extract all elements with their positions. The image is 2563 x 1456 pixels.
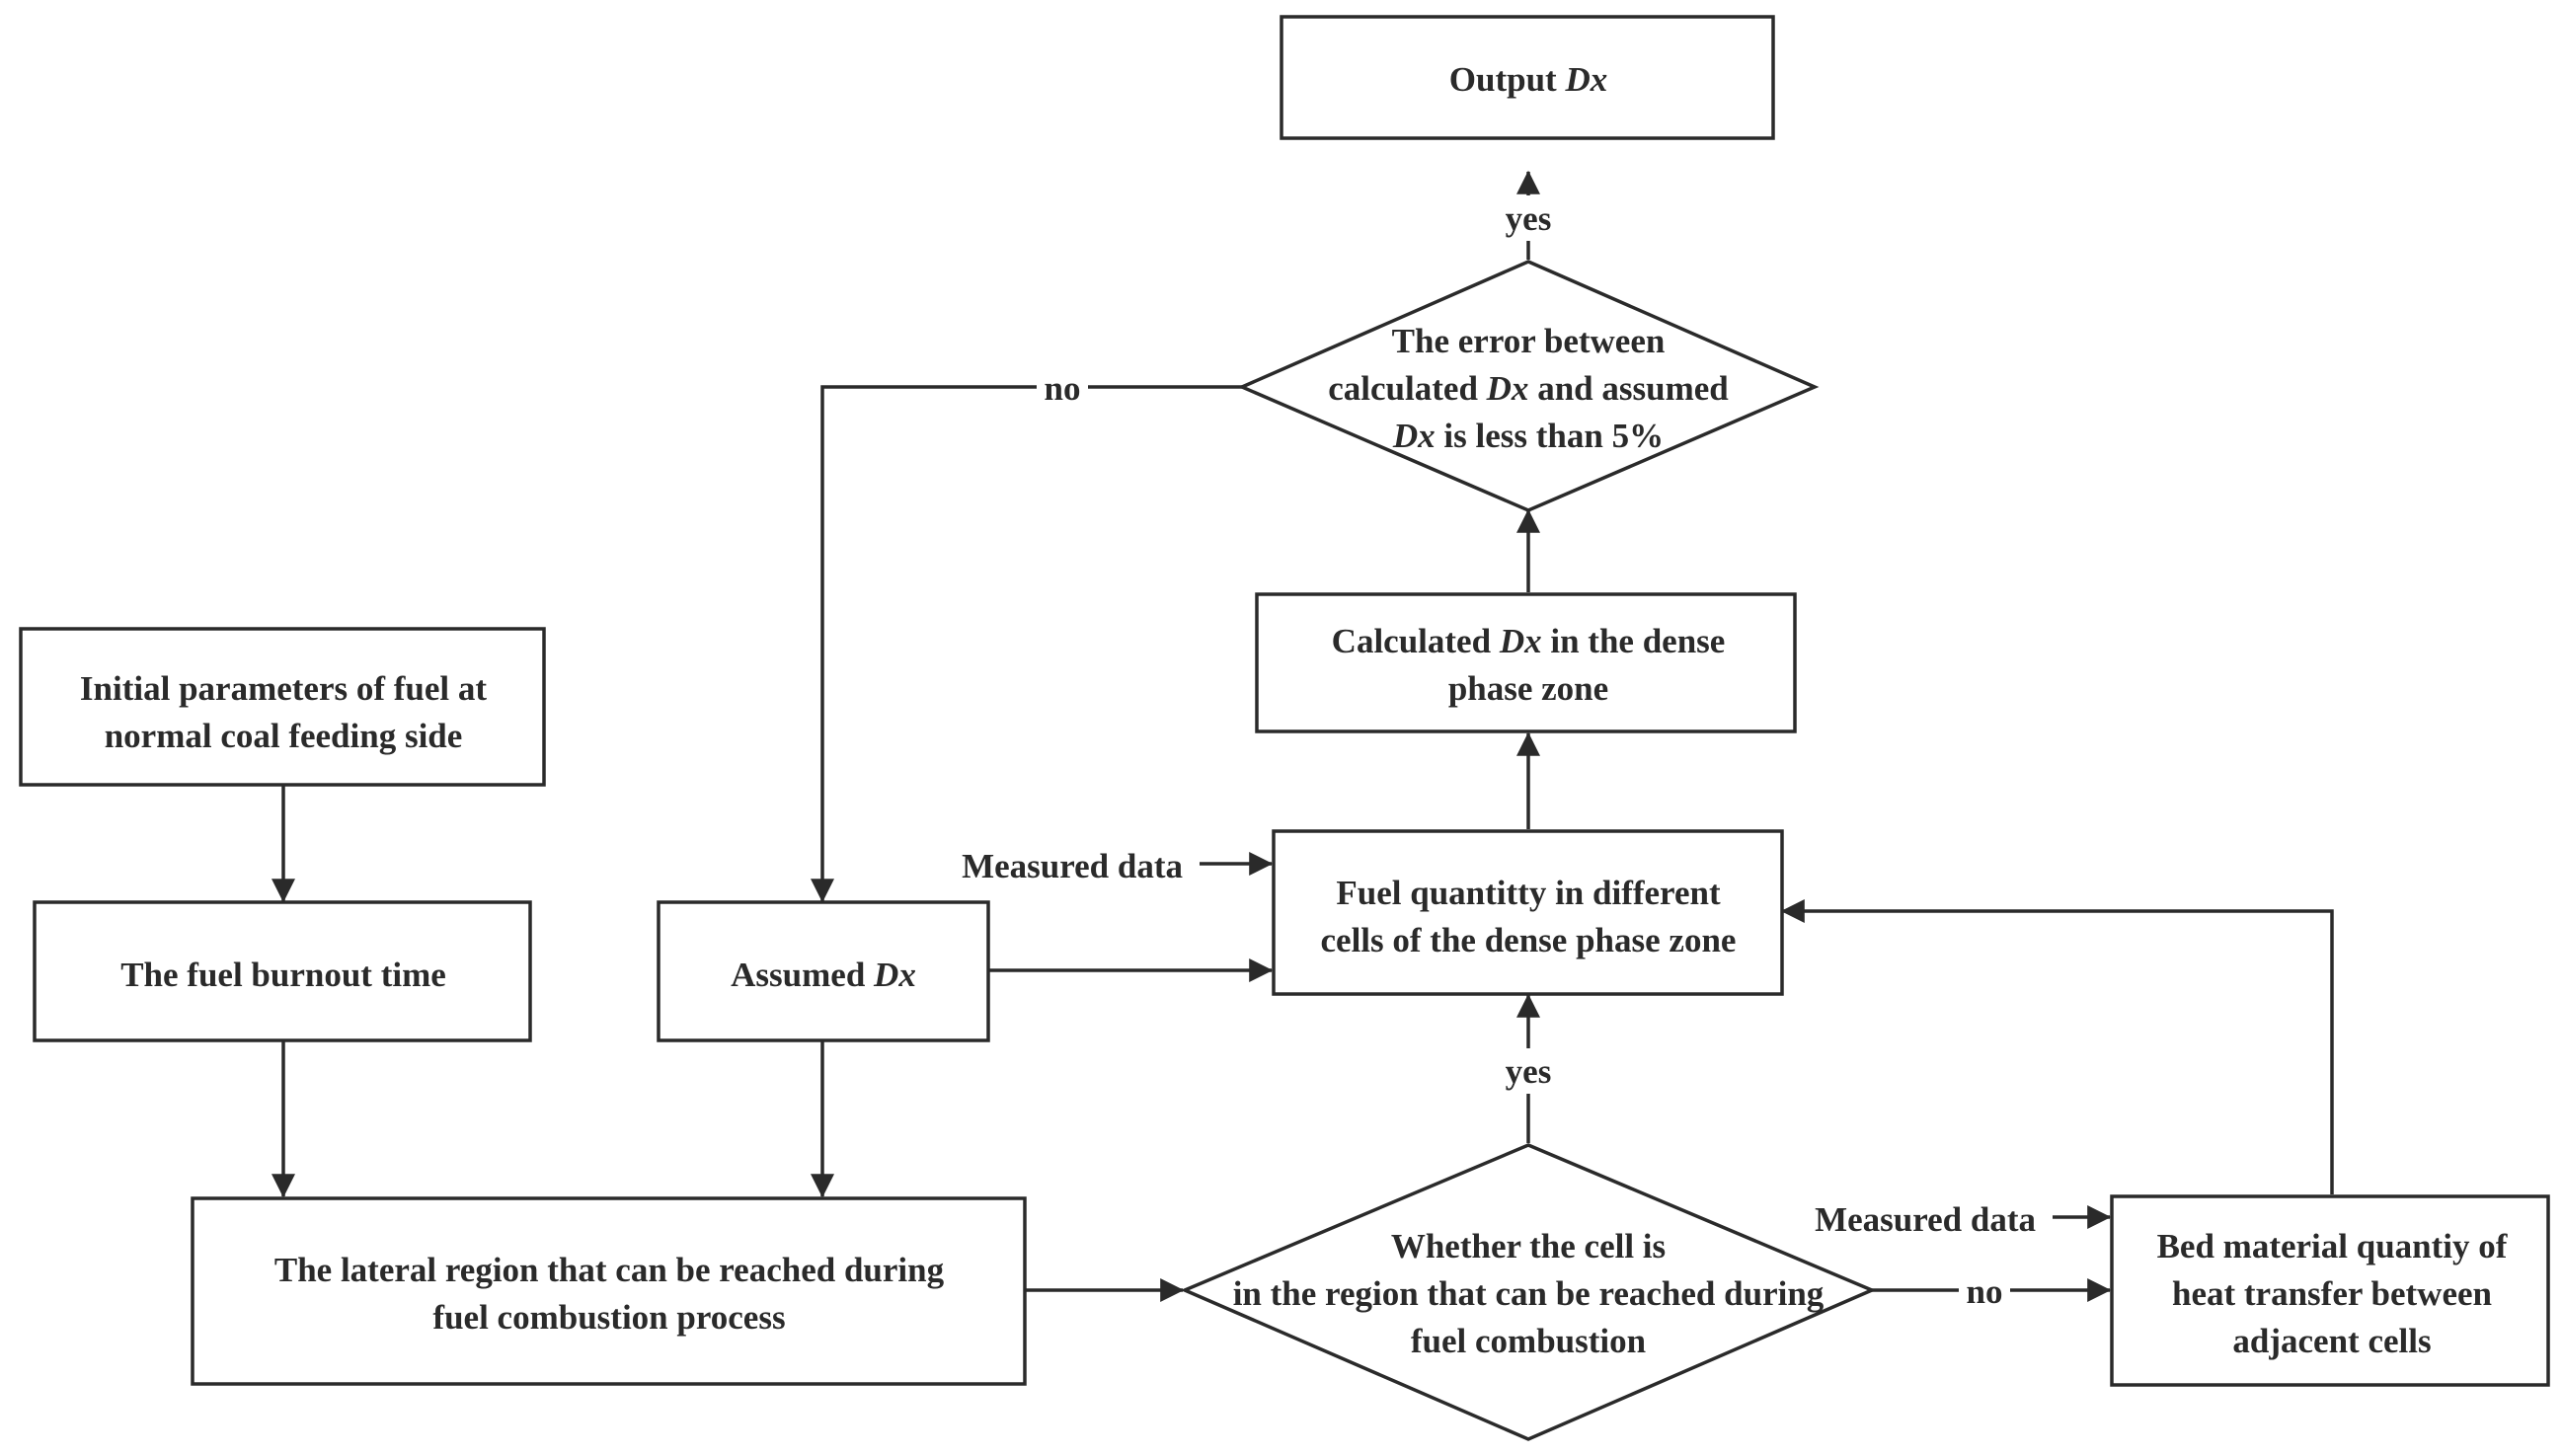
label-run: heat transfer between (2172, 1274, 2492, 1313)
edge-error-to-assumed (811, 385, 1242, 903)
label-line: normal coal feeding side (105, 717, 463, 755)
label-run: The lateral region that can be reached d… (274, 1251, 945, 1289)
label-italic-run: Dx (1392, 417, 1436, 455)
label-run: Initial parameters of fuel at (80, 669, 487, 708)
node-assumed (657, 900, 990, 1042)
label-run: fuel combustion (1411, 1322, 1646, 1360)
node-cell-check (1180, 1143, 1877, 1441)
label-run: cells of the dense phase zone (1321, 921, 1737, 959)
label-line: The fuel burnout time (120, 956, 446, 994)
label-run: The error between (1392, 322, 1666, 360)
label-line: fuel combustion (1411, 1322, 1646, 1360)
node-fuel-quantity (1272, 829, 1784, 996)
edge-label-yes-output: yes (1506, 199, 1552, 238)
label-run: Fuel quantitty in different (1336, 874, 1721, 912)
label-line: cells of the dense phase zone (1321, 921, 1737, 959)
label-cell-check: Whether the cell is in the region that ca… (1233, 1227, 1825, 1360)
label-line: Whether the cell is (1391, 1227, 1666, 1265)
node-bed-material (2110, 1194, 2550, 1387)
node-error-check (1237, 260, 1820, 512)
label-italic-run: Dx (1564, 60, 1607, 99)
edge-label-measured-fuel: Measured data (962, 847, 1183, 885)
label-run: phase zone (1448, 669, 1608, 708)
label-run: in the region that can be reached during (1233, 1274, 1825, 1313)
label-run: Calculated (1332, 622, 1500, 660)
mask-yes-fuel (1491, 1048, 1566, 1094)
label-calculated: Calculated Dx in the dense phase zone (1332, 622, 1726, 708)
label-run: fuel combustion process (432, 1298, 785, 1337)
label-run: in the dense (1542, 622, 1726, 660)
label-run: Bed material quantiy of (2157, 1227, 2508, 1265)
edge-label-measured-bed: Measured data (1815, 1200, 2036, 1239)
label-italic-run: Dx (1486, 369, 1529, 408)
node-initial-params (19, 627, 546, 787)
label-line: Dx is less than 5% (1392, 417, 1664, 455)
edge-bed-to-fuel (1780, 899, 2334, 1194)
label-error-check: The error between calculated Dx and assum… (1328, 322, 1729, 455)
mask-yes-output (1491, 195, 1566, 241)
edge-label-yes-fuel: yes (1506, 1052, 1552, 1091)
label-line: fuel combustion process (432, 1298, 785, 1337)
node-calculated (1255, 592, 1797, 733)
label-initial-params: Initial parameters of fuel at normal coal… (80, 669, 487, 755)
edge-label-no-bed: no (1967, 1272, 2003, 1311)
label-line: Assumed Dx (731, 956, 916, 994)
label-run: adjacent cells (2232, 1322, 2431, 1360)
label-line: heat transfer between (2172, 1274, 2492, 1313)
label-line: phase zone (1448, 669, 1608, 708)
edge-label-no-assumed: no (1045, 369, 1081, 408)
label-italic-run: Dx (1499, 622, 1542, 660)
label-run: normal coal feeding side (105, 717, 463, 755)
label-line: The lateral region that can be reached d… (274, 1251, 945, 1289)
label-line: Initial parameters of fuel at (80, 669, 487, 708)
label-italic-run: Dx (873, 956, 916, 994)
node-lateral-region (191, 1196, 1027, 1386)
label-assumed: Assumed Dx (731, 956, 916, 994)
node-burnout-time (33, 900, 532, 1042)
mask-no-assumed (1037, 367, 1088, 411)
label-line: The error between (1392, 322, 1666, 360)
label-line: Output Dx (1449, 60, 1607, 99)
label-run: Assumed (731, 956, 874, 994)
label-run: Whether the cell is (1391, 1227, 1666, 1265)
label-run: is less than 5% (1436, 417, 1664, 455)
label-burnout-time: The fuel burnout time (120, 956, 446, 994)
mask-no-bed (1959, 1270, 2010, 1314)
label-line: calculated Dx and assumed (1328, 369, 1729, 408)
label-run: calculated (1328, 369, 1486, 408)
label-lateral-region: The lateral region that can be reached d… (274, 1251, 945, 1337)
label-fuel-quantity: Fuel quantitty in different cells of the … (1321, 874, 1737, 959)
label-line: Calculated Dx in the dense (1332, 622, 1726, 660)
label-run: The fuel burnout time (120, 956, 446, 994)
label-line: adjacent cells (2232, 1322, 2431, 1360)
node-output (1280, 15, 1775, 140)
label-line: Fuel quantitty in different (1336, 874, 1721, 912)
label-line: in the region that can be reached during (1233, 1274, 1825, 1313)
label-output: Output Dx (1449, 60, 1607, 99)
label-run: Output (1449, 60, 1566, 99)
label-line: Bed material quantiy of (2157, 1227, 2508, 1265)
label-bed-material: Bed material quantiy of heat transfer bet… (2157, 1227, 2508, 1360)
label-run: and assumed (1528, 369, 1729, 408)
